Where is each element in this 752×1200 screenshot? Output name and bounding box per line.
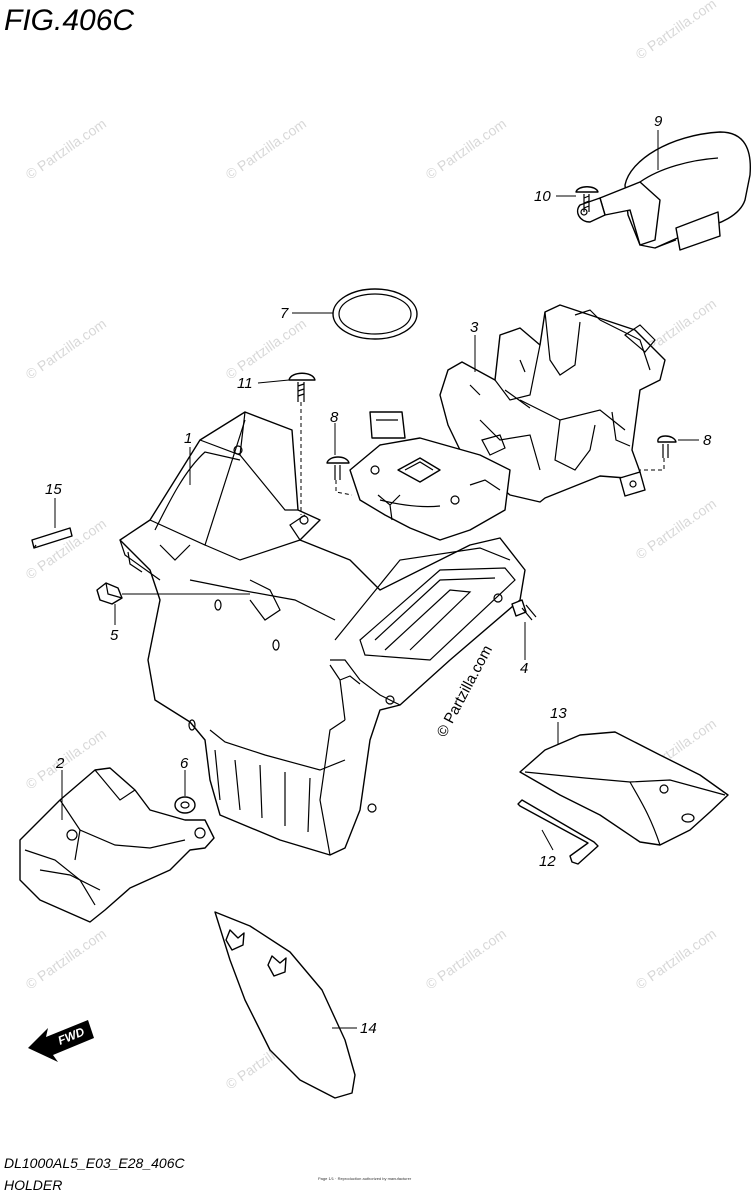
part-8-screw-right: [657, 435, 677, 458]
watermark: © Partzilla.com: [223, 315, 309, 382]
figure-title: FIG.406C: [4, 4, 134, 37]
callout-11: 11: [237, 375, 253, 392]
callout-8-right: 8: [703, 432, 712, 449]
part-2-cover: [19, 767, 215, 923]
watermark: © Partzilla.com: [223, 115, 309, 182]
callout-5: 5: [110, 627, 119, 644]
fine-print: Page 1/1 · Reproduction authorized by ma…: [318, 1176, 412, 1181]
part-5-clip-nut: [96, 582, 123, 605]
watermark: © Partzilla.com: [23, 115, 109, 182]
callout-10: 10: [534, 188, 551, 205]
watermark: © Partzilla.com: [633, 0, 719, 62]
part-8-screw-left: [326, 456, 350, 480]
part-13-panel: [519, 731, 729, 846]
callout-8-left: 8: [330, 409, 339, 426]
callout-2: 2: [55, 755, 65, 772]
callout-1: 1: [184, 430, 192, 447]
part-1-holder: [119, 411, 526, 856]
callout-12: 12: [539, 853, 556, 870]
bracket-plate: [349, 411, 511, 541]
fwd-arrow: FWD: [28, 1020, 94, 1062]
watermark: © Partzilla.com: [23, 315, 109, 382]
watermark: © Partzilla.com: [423, 925, 509, 992]
watermark: © Partzilla.com: [633, 925, 719, 992]
watermark: © Partzilla.com: [423, 115, 509, 182]
part-9-cover: [576, 131, 752, 251]
part-11-screw: [288, 372, 316, 402]
callout-15: 15: [45, 481, 62, 498]
part-14-sheet: [214, 911, 356, 1099]
part-7-ring: [332, 288, 418, 340]
watermark: © Partzilla.com: [23, 515, 109, 582]
callout-9: 9: [654, 113, 663, 130]
callout-6: 6: [180, 755, 189, 772]
part-6-grommet: [174, 796, 196, 814]
watermark: © Partzilla.com: [23, 925, 109, 992]
callouts: 1 2 3 4 5 6 7 8 8 9 10 11 12 13 14 15: [45, 113, 712, 1037]
callout-13: 13: [550, 705, 567, 722]
callout-3: 3: [470, 319, 479, 336]
part-15-pad: [31, 527, 73, 549]
callout-7: 7: [280, 305, 289, 322]
leader-lines: [54, 130, 699, 1029]
callout-14: 14: [360, 1020, 377, 1037]
footer-name: HOLDER: [4, 1177, 62, 1193]
watermark: © Partzilla.com: [633, 495, 719, 562]
callout-4: 4: [520, 660, 528, 677]
part-10-screw: [575, 186, 599, 212]
part-12-hex-key: [517, 799, 599, 865]
footer-code: DL1000AL5_E03_E28_406C: [4, 1155, 185, 1171]
part-4-screw: [511, 599, 537, 621]
